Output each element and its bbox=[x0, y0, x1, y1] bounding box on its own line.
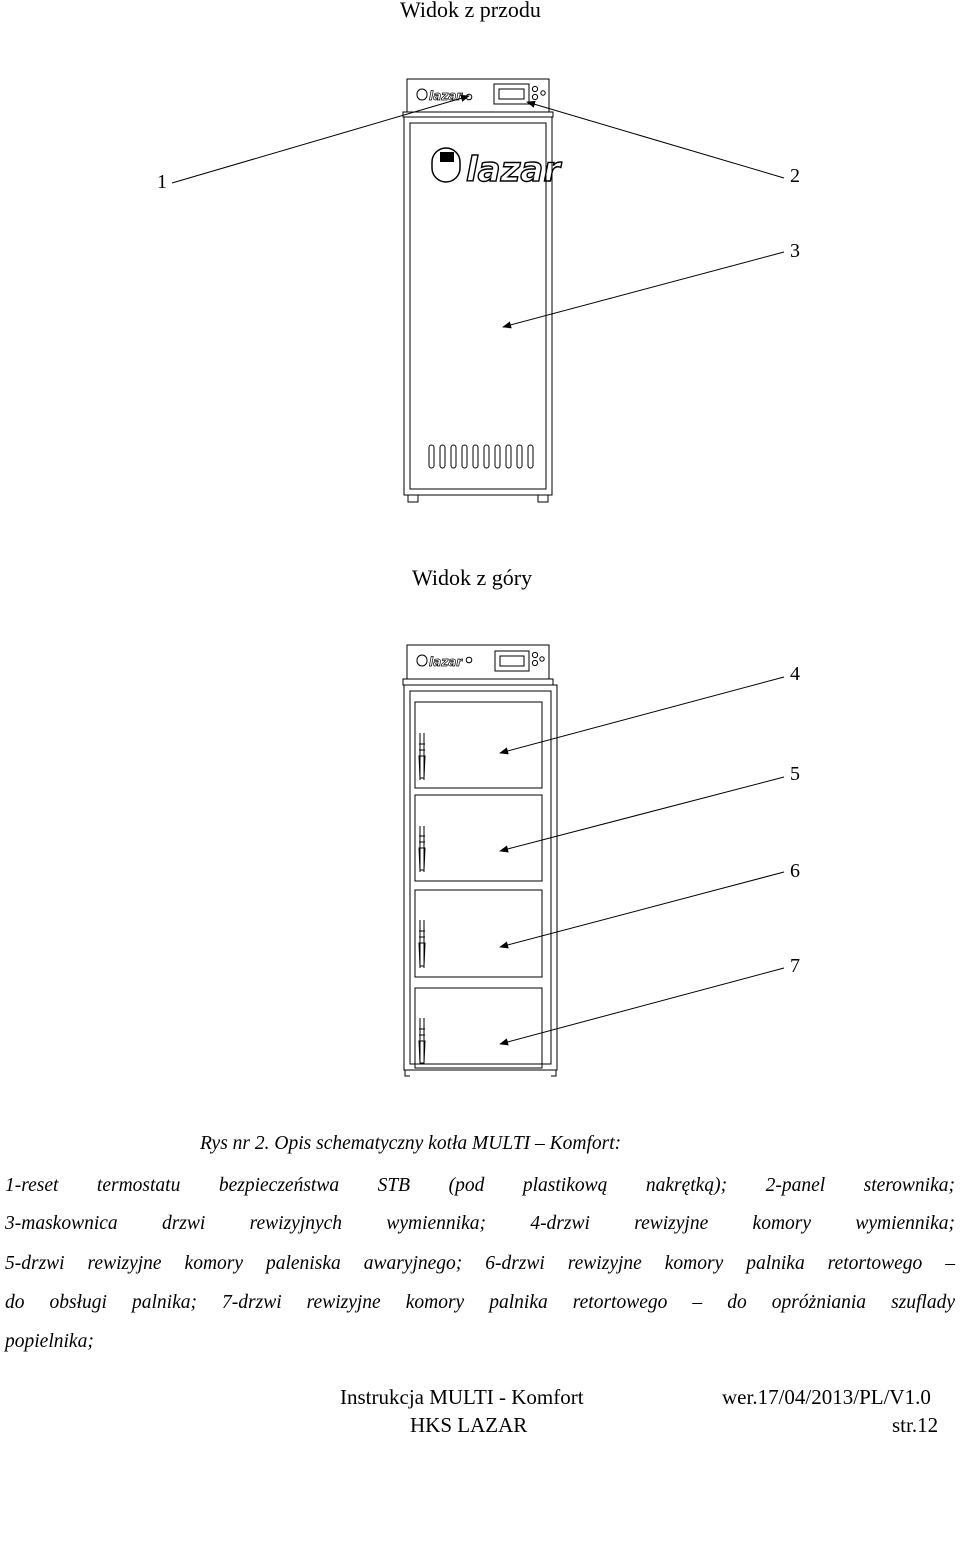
footer-company: HKS LAZAR bbox=[410, 1413, 528, 1437]
callout-5: 5 bbox=[790, 763, 800, 785]
description-line: 1-reset termostatu bezpieczeństwa STB (p… bbox=[5, 1175, 955, 1196]
callout-3: 3 bbox=[790, 240, 800, 262]
logo-text-small-front: lazar bbox=[429, 89, 463, 103]
footer-doc-title: Instrukcja MULTI - Komfort bbox=[340, 1385, 584, 1409]
callout-7: 7 bbox=[790, 955, 800, 977]
callout-6: 6 bbox=[790, 860, 800, 882]
logo-text-small-top: lazar bbox=[429, 655, 463, 669]
logo-text-large: lazar bbox=[466, 150, 562, 190]
footer-page-number: str.12 bbox=[892, 1413, 939, 1437]
description-line: 5-drzwi rewizyjne komory paleniska awary… bbox=[5, 1253, 955, 1274]
front-view-heading: Widok z przodu bbox=[400, 0, 541, 22]
callout-2: 2 bbox=[790, 165, 800, 187]
description-line: popielnika; bbox=[5, 1331, 94, 1352]
figure-caption: Rys nr 2. Opis schematyczny kotła MULTI … bbox=[200, 1133, 622, 1154]
footer-version: wer.17/04/2013/PL/V1.0 bbox=[722, 1385, 931, 1409]
lazar-logo-large: lazar bbox=[431, 147, 563, 191]
description-line: do obsługi palnika; 7-drzwi rewizyjne ko… bbox=[5, 1292, 955, 1313]
front-view-drawing bbox=[402, 78, 554, 503]
top-view-heading: Widok z góry bbox=[412, 565, 533, 590]
description-line: 3-maskownica drzwi rewizyjnych wymiennik… bbox=[5, 1213, 955, 1234]
lazar-logo-small-front: lazar bbox=[416, 88, 464, 103]
top-view-drawing bbox=[402, 644, 558, 1077]
callout-1: 1 bbox=[157, 171, 167, 193]
callout-4: 4 bbox=[790, 663, 800, 685]
lazar-logo-small-top: lazar bbox=[416, 654, 464, 669]
